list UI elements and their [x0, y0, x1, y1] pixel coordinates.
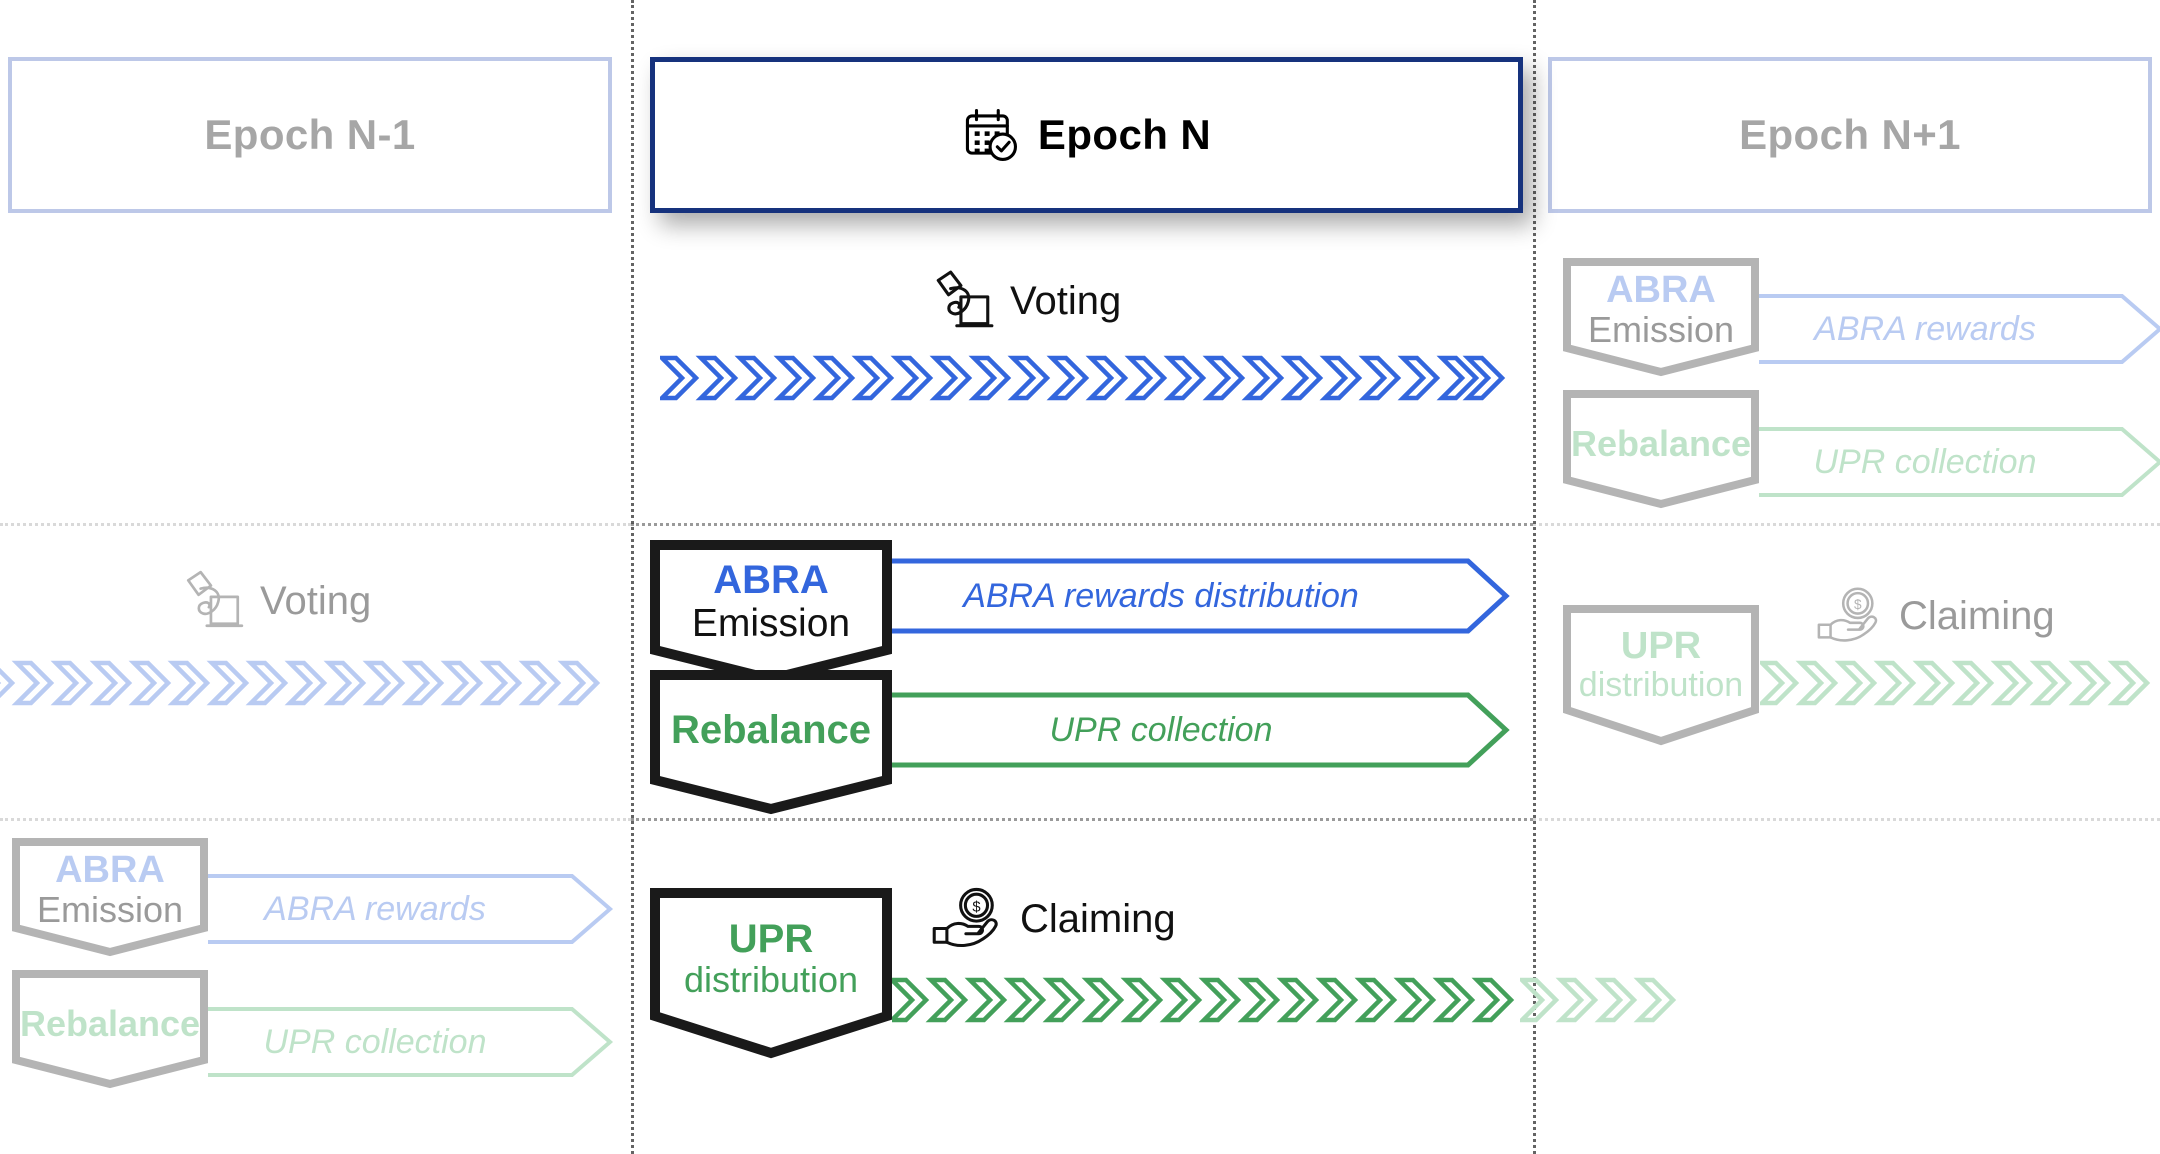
- upr-collection-banner-previous-text: UPR collection: [263, 1022, 487, 1061]
- grid-hline-bottom-right: [1533, 818, 2160, 821]
- abra-emission-pennant-previous[interactable]: ABRA Emission: [12, 838, 208, 957]
- grid-hline-bottom-left: [0, 818, 631, 821]
- svg-text:$: $: [1854, 597, 1862, 612]
- hand-coin-icon: $: [1815, 585, 1885, 647]
- rebalance-pennant-previous[interactable]: Rebalance: [12, 970, 208, 1089]
- voting-chevrons-previous: [0, 660, 616, 706]
- claiming-label-next: $ Claiming: [1815, 585, 2055, 647]
- claiming-label-current: $ Claiming: [930, 885, 1176, 953]
- calendar-check-icon: [962, 106, 1020, 164]
- ballot-box-icon: [930, 268, 996, 334]
- rebalance-pennant-next[interactable]: Rebalance: [1563, 390, 1759, 509]
- abra-rewards-banner-next-text: ABRA rewards: [1814, 309, 2036, 348]
- epoch-header-previous-label: Epoch N-1: [204, 111, 416, 158]
- upr-collection-banner-current-text: UPR collection: [1049, 710, 1273, 749]
- voting-label-previous: Voting: [180, 568, 371, 634]
- grid-hline-bottom-center: [631, 818, 1533, 821]
- abra-emission-pennant-next[interactable]: ABRA Emission: [1563, 258, 1759, 377]
- grid-vline-left: [631, 0, 634, 1154]
- epoch-header-current[interactable]: Epoch N: [650, 57, 1523, 213]
- upr-collection-banner-previous: UPR collection: [170, 1005, 614, 1079]
- upr-distribution-pennant-next[interactable]: UPR distribution: [1563, 605, 1759, 746]
- claiming-chevrons-current-overflow: [1520, 977, 1710, 1023]
- epoch-header-next[interactable]: Epoch N+1: [1548, 57, 2152, 213]
- voting-caption-previous: Voting: [260, 578, 372, 623]
- claiming-caption-next: Claiming: [1899, 593, 2055, 638]
- abra-rewards-banner-next: ABRA rewards: [1720, 292, 2160, 366]
- grid-hline-top-right: [1533, 523, 2160, 526]
- claiming-chevrons-current: [890, 977, 1520, 1023]
- abra-rewards-banner-previous-text: ABRA rewards: [264, 889, 486, 928]
- abra-emission-pennant-current[interactable]: ABRA Emission: [650, 540, 892, 685]
- upr-collection-banner-current: UPR collection: [850, 690, 1510, 770]
- epoch-header-current-label: Epoch N: [1037, 111, 1212, 158]
- rebalance-pennant-current[interactable]: Rebalance: [650, 670, 892, 815]
- hand-coin-icon: $: [930, 885, 1006, 953]
- grid-hline-top-center: [631, 523, 1533, 526]
- upr-collection-banner-next-text: UPR collection: [1813, 442, 2037, 481]
- abra-rewards-distribution-banner-current: ABRA rewards distribution: [850, 556, 1510, 636]
- epoch-header-previous[interactable]: Epoch N-1: [8, 57, 612, 213]
- upr-distribution-pennant-current[interactable]: UPR distribution: [650, 888, 892, 1059]
- claiming-caption-current: Claiming: [1020, 896, 1176, 941]
- upr-collection-banner-next: UPR collection: [1720, 425, 2160, 499]
- grid-hline-top-left: [0, 523, 631, 526]
- voting-caption-current: Voting: [1010, 278, 1122, 323]
- claiming-chevrons-next: [1760, 660, 2160, 706]
- voting-chevrons-current: [660, 355, 1508, 401]
- svg-text:$: $: [972, 900, 980, 916]
- abra-rewards-distribution-banner-current-text: ABRA rewards distribution: [963, 576, 1359, 615]
- ballot-box-icon: [180, 568, 246, 634]
- epoch-header-next-label: Epoch N+1: [1739, 111, 1961, 158]
- voting-label-current: Voting: [930, 268, 1121, 334]
- grid-vline-right: [1533, 0, 1536, 1154]
- abra-rewards-banner-previous: ABRA rewards: [170, 872, 614, 946]
